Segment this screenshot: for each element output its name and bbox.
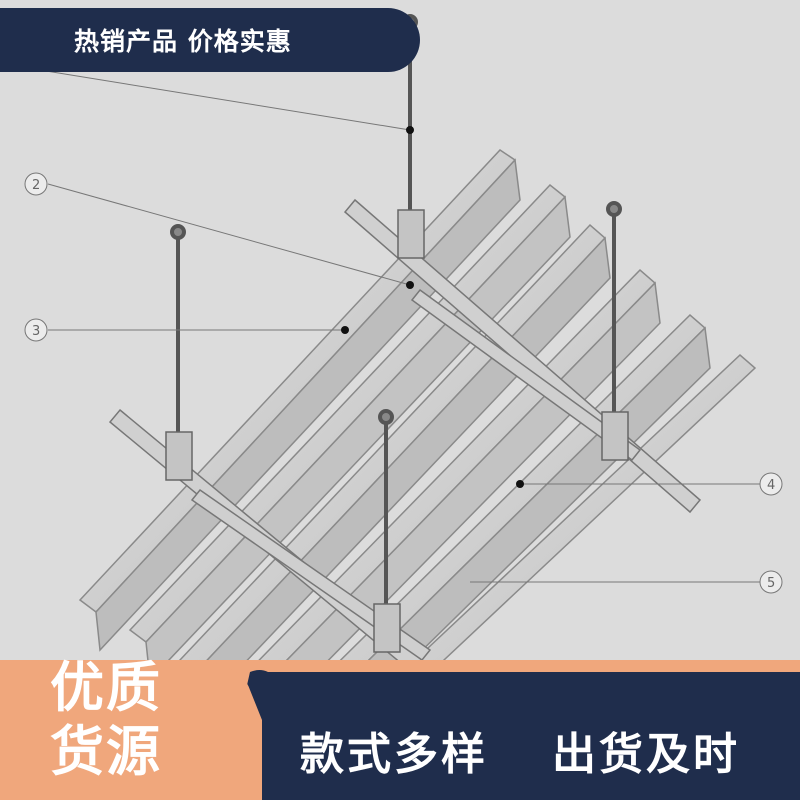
top-banner: 热销产品 价格实惠 (0, 8, 420, 72)
slogan-delivery: 出货及时 (552, 729, 740, 780)
callout-number-3: 3 (32, 324, 40, 339)
callout-number-2: 2 (32, 178, 40, 193)
callout-circles (24, 172, 783, 594)
hanger-clips (165, 209, 629, 653)
slogan-variety: 款式多样 (300, 729, 488, 780)
callout-dots (341, 126, 524, 488)
bottom-band (0, 660, 800, 800)
callout-number-4: 4 (767, 478, 775, 493)
badge-line-1: 优质 (50, 656, 162, 719)
banner-text: 热销产品 价格实惠 (74, 27, 292, 56)
badge-line-2: 货源 (50, 720, 162, 783)
callout-lines (39, 69, 760, 583)
callout-number-5: 5 (767, 576, 775, 591)
hanger-rods (170, 14, 622, 610)
quality-badge: 优质 货源 (50, 656, 200, 784)
